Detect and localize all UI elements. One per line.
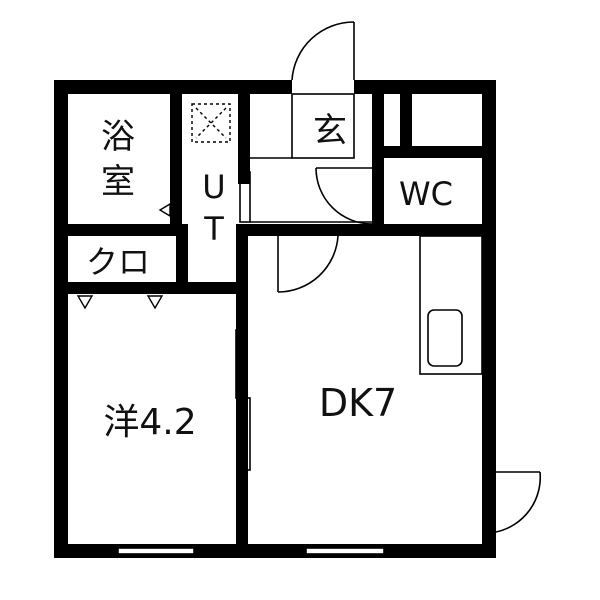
wall-upper-right-shelf	[400, 94, 412, 146]
room-label-dk: DK7	[319, 381, 397, 425]
wall-closet-bottom	[68, 282, 248, 294]
room-label-wc: WC	[399, 175, 453, 213]
wall-dk-top	[236, 224, 492, 236]
window-dk	[305, 547, 385, 555]
wall-bath-right	[170, 94, 182, 224]
door-marker-closet-left	[76, 295, 94, 310]
room-label-closet: クロ	[86, 243, 150, 281]
washer-pan	[191, 103, 231, 143]
door-marker-closet-right	[146, 295, 164, 310]
room-label-ut-t: T	[203, 210, 224, 248]
room-label-entrance: 玄	[313, 111, 347, 151]
wall-upper-right-divider	[372, 94, 384, 230]
outer-wall-top	[54, 80, 492, 94]
genkan-step	[291, 93, 355, 159]
outer-wall-right	[482, 80, 496, 558]
wall-ut-right-lower	[236, 224, 248, 558]
outer-wall-left	[54, 80, 68, 558]
wall-bath-bottom	[68, 224, 182, 236]
room-label-ut-u: U	[202, 168, 225, 206]
room-label-bath-2: 室	[101, 162, 135, 202]
room-label-western: 洋4.2	[103, 402, 196, 443]
doors	[277, 21, 542, 533]
wall-wc-top	[372, 146, 492, 158]
kitchen-sink	[427, 309, 463, 367]
room-label-bath-1: 浴	[101, 117, 135, 157]
wall-ut-right-upper	[238, 94, 250, 184]
thin-lines	[68, 93, 483, 555]
window-western	[117, 547, 195, 555]
kitchen-counter	[419, 235, 483, 375]
wall-ut-left	[176, 224, 188, 286]
door-marker-bath	[158, 202, 171, 218]
